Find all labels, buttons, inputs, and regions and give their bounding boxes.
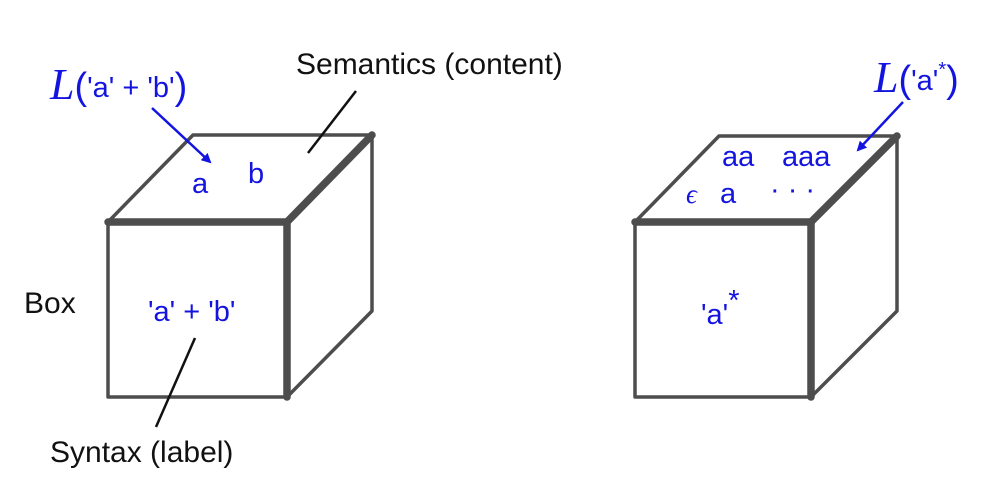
left-box-label: 'a' + 'b' [148, 296, 235, 328]
left-content-a: a [192, 168, 209, 200]
right-content-ellipsis: · · · [770, 174, 815, 206]
right-content-aa: aa [722, 141, 755, 173]
syntax-pointer-line [154, 337, 197, 428]
semantics-pointer-line [307, 90, 357, 154]
right-content-aaa: aaa [782, 141, 831, 173]
right-annotation-arrow [856, 101, 904, 152]
left-annotation: L('a' + 'b') [49, 60, 187, 109]
left-annotation-open-paren: ( [74, 66, 87, 108]
semantics-callout: Semantics (content) [296, 48, 563, 81]
right-box-label: 'a'* [701, 285, 740, 331]
right-annotation: L('a'*) [873, 53, 959, 102]
right-cube [631, 132, 901, 401]
right-box-label-star: * [728, 285, 739, 317]
right-annotation-close-paren: ) [946, 59, 959, 101]
right-box-label-text: 'a' [701, 299, 728, 331]
right-annotation-regex: 'a' [911, 65, 938, 97]
left-annotation-arrow [151, 107, 212, 164]
left-annotation-L: L [49, 60, 74, 109]
left-annotation-regex: 'a' + 'b' [87, 72, 174, 104]
right-content-a: a [720, 178, 737, 210]
right-annotation-open-paren: ( [898, 59, 911, 101]
left-cube-top-right-edge [283, 131, 376, 226]
syntax-callout: Syntax (label) [50, 436, 233, 469]
right-cube-top-right-edge [807, 132, 901, 226]
left-annotation-close-paren: ) [175, 66, 188, 108]
left-cube [104, 131, 376, 401]
right-content-epsilon: ϵ [686, 179, 698, 209]
box-callout: Box [24, 287, 76, 320]
right-annotation-star: * [938, 59, 946, 81]
left-content-b: b [248, 158, 264, 190]
right-annotation-L: L [873, 53, 898, 102]
